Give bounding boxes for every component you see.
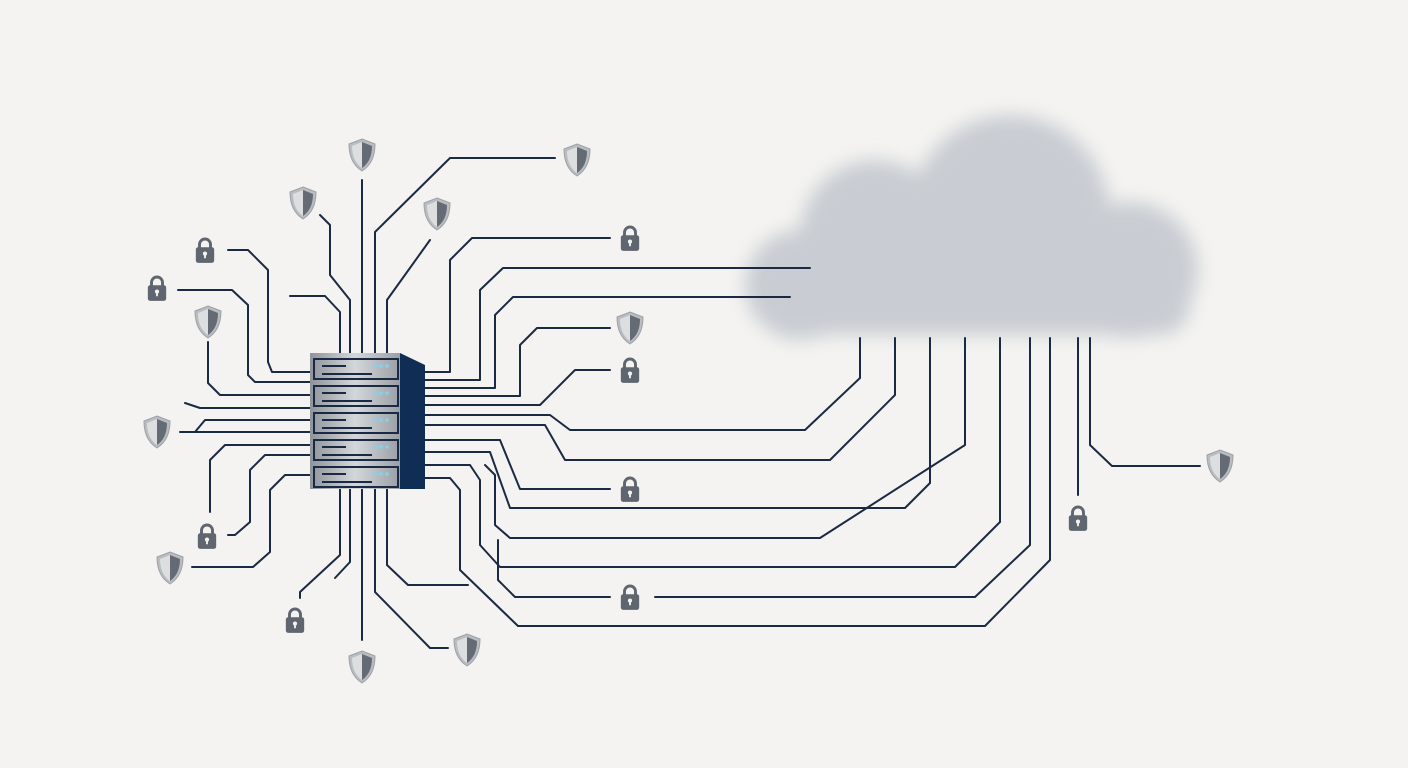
shield-icon [563, 143, 591, 177]
lock-icon [619, 225, 641, 252]
lock-icon [619, 584, 641, 611]
connection-lines [177, 157, 1201, 649]
shield-icon [348, 138, 376, 172]
lock-icon [284, 607, 306, 634]
lock-icon [619, 476, 641, 503]
shield-icon [156, 551, 184, 585]
shield-icon [616, 311, 644, 345]
shield-icon [143, 415, 171, 449]
cloud-icon [745, 115, 1198, 340]
shield-icon [423, 197, 451, 231]
shield-icon [1206, 449, 1234, 483]
server-rack-icon [310, 353, 425, 489]
lock-icon [619, 357, 641, 384]
shield-icon [194, 305, 222, 339]
lock-icon [194, 237, 216, 264]
shield-icon [289, 186, 317, 220]
lock-icon [146, 275, 168, 302]
lock-icon [1067, 505, 1089, 532]
shield-icon [348, 650, 376, 684]
shield-icon [453, 633, 481, 667]
lock-icon [196, 523, 218, 550]
